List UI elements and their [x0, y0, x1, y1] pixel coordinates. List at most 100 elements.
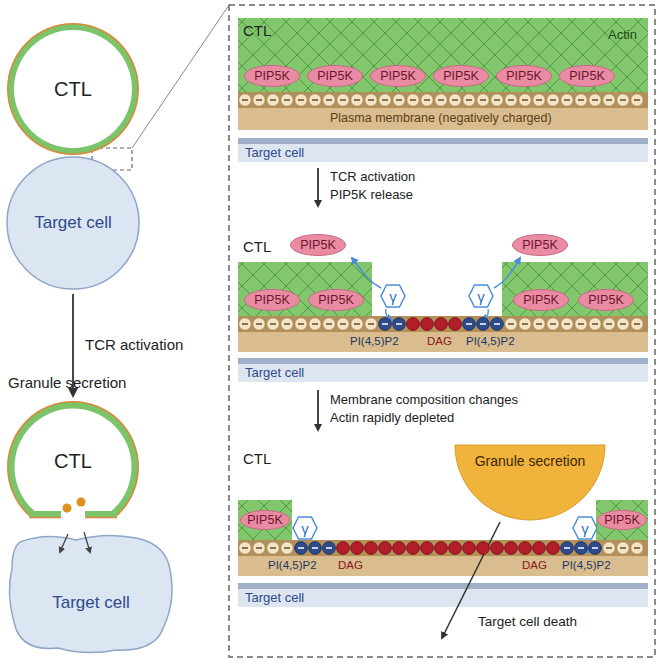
- lipid-bead: [533, 542, 546, 555]
- enzyme-oval: PIP5K: [496, 65, 552, 87]
- lipid-bead: [575, 542, 588, 555]
- target-cell-band: [238, 144, 648, 162]
- enzyme-oval: PIP5K: [308, 289, 364, 311]
- charge-mark: [340, 99, 346, 101]
- charge-mark: [242, 99, 248, 101]
- node-text: Target cell: [52, 593, 129, 613]
- enzyme-oval: PIP5K: [240, 510, 290, 530]
- lipid-bead: [603, 318, 616, 331]
- label: DAG: [338, 559, 363, 572]
- lipid-bead: [281, 94, 294, 107]
- charge-mark: [606, 99, 612, 101]
- charge-mark: [312, 99, 318, 101]
- label: CTL: [243, 238, 271, 255]
- step-arrow: [317, 168, 319, 206]
- lipid-bead: [393, 542, 406, 555]
- charge-mark: [494, 99, 500, 101]
- lipid-bead: [365, 542, 378, 555]
- charge-mark: [508, 99, 514, 101]
- node-text: γ: [301, 520, 309, 537]
- lipid-bead: [589, 318, 602, 331]
- enzyme-hexagon: γ: [468, 284, 494, 308]
- charge-mark: [578, 99, 584, 101]
- lipid-bead: [505, 318, 518, 331]
- node-text: PIP5K: [300, 238, 335, 252]
- label: TCR activation: [330, 170, 415, 185]
- membrane: [238, 108, 648, 130]
- lipid-bead: [365, 94, 378, 107]
- lipid-bead: [547, 94, 560, 107]
- charge-mark: [522, 323, 528, 325]
- lipid-bead: [351, 94, 364, 107]
- charge-mark: [592, 323, 598, 325]
- charge-mark: [620, 547, 626, 549]
- node-text: PIP5K: [254, 69, 289, 83]
- label: Target cell: [245, 366, 304, 381]
- charge-mark: [312, 547, 318, 549]
- lipid-bead: [463, 542, 476, 555]
- lipid-bead: [449, 318, 462, 331]
- charge-mark: [620, 99, 626, 101]
- lipid-bead: [309, 94, 322, 107]
- lipid-bead: [477, 94, 490, 107]
- lipid-bead: [421, 318, 434, 331]
- charge-mark: [438, 99, 444, 101]
- label: PI(4,5)P2: [562, 559, 611, 572]
- charge-mark: [424, 99, 430, 101]
- lipid-bead: [267, 318, 280, 331]
- charge-mark: [284, 99, 290, 101]
- lipid-bead: [547, 542, 560, 555]
- membrane: [238, 92, 648, 108]
- node-text: CTL: [54, 450, 92, 473]
- charge-mark: [326, 547, 332, 549]
- lipid-bead: [491, 542, 504, 555]
- lipid-bead: [533, 94, 546, 107]
- label: Target cell: [245, 591, 304, 606]
- charge-mark: [298, 323, 304, 325]
- node-text: PIP5K: [318, 293, 353, 307]
- node-text: PIP5K: [604, 513, 639, 527]
- enzyme-hexagon: γ: [572, 516, 598, 540]
- lipid-bead: [533, 318, 546, 331]
- label: PIP5K release: [330, 188, 413, 203]
- charge-mark: [592, 547, 598, 549]
- lipid-bead: [449, 542, 462, 555]
- label: Plasma membrane (negatively charged): [330, 111, 552, 125]
- node-text: PIP5K: [569, 69, 604, 83]
- charge-mark: [634, 99, 640, 101]
- lipid-bead: [561, 318, 574, 331]
- charge-mark: [270, 547, 276, 549]
- lipid-bead: [435, 94, 448, 107]
- enzyme-hexagon: γ: [380, 284, 406, 308]
- lipid-bead: [323, 318, 336, 331]
- lipid-bead: [421, 94, 434, 107]
- charge-mark: [298, 99, 304, 101]
- label: PI(4,5)P2: [466, 335, 515, 348]
- enzyme-oval: PIP5K: [370, 65, 426, 87]
- cell: Target cell: [6, 530, 176, 656]
- node-text: PIP5K: [443, 69, 478, 83]
- membrane: [238, 540, 648, 556]
- label: CTL: [243, 22, 271, 39]
- enzyme-oval: PIP5K: [513, 289, 569, 311]
- charge-mark: [396, 323, 402, 325]
- node-text: Target cell: [34, 213, 111, 233]
- membrane: [238, 332, 648, 352]
- release-arrow: [494, 258, 520, 288]
- lipid-bead: [379, 94, 392, 107]
- lipid-bead: [295, 318, 308, 331]
- charge-mark: [536, 323, 542, 325]
- lipid-bead: [617, 94, 630, 107]
- node-text: PIP5K: [588, 293, 623, 307]
- actin: [596, 500, 648, 540]
- enzyme-oval: PIP5K: [597, 510, 647, 530]
- label: PI(4,5)P2: [350, 335, 399, 348]
- lipid-bead: [519, 318, 532, 331]
- lipid-bead: [519, 542, 532, 555]
- charge-mark: [368, 323, 374, 325]
- charge-mark: [298, 547, 304, 549]
- charge-mark: [410, 99, 416, 101]
- charge-mark: [578, 323, 584, 325]
- lipid-bead: [337, 318, 350, 331]
- node-text: Granule secretion: [475, 453, 586, 469]
